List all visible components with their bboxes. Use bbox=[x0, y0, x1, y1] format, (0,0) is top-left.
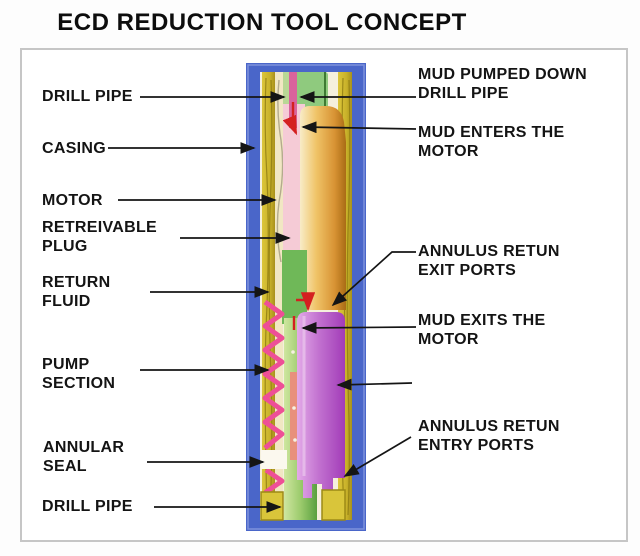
label-mud-enters-the-motor: MUD ENTERS THE MOTOR bbox=[418, 123, 564, 161]
label-text: CASING bbox=[42, 140, 107, 157]
label-annulus-retun-exit-ports: ANNULUS RETUN EXIT PORTS bbox=[418, 242, 560, 280]
label-text: FLUID bbox=[42, 293, 91, 310]
label-return-fluid: RETURN FLUID bbox=[42, 273, 110, 311]
label-text: DRILL PIPE bbox=[418, 85, 509, 102]
label-text: ANNULUS RETUN bbox=[418, 418, 560, 435]
label-annular-seal: ANNULAR SEAL bbox=[43, 438, 124, 476]
label-text: PUMP bbox=[42, 356, 90, 373]
annular-seal-gap bbox=[261, 450, 287, 469]
label-text: ENTRY PORTS bbox=[418, 437, 535, 454]
label-text: MOTOR bbox=[418, 143, 479, 160]
label-text: PLUG bbox=[42, 238, 88, 255]
label-casing: CASING bbox=[42, 139, 106, 158]
mud-column-strip bbox=[289, 72, 297, 128]
label-mud-exits-the-motor: MUD EXITS THE MOTOR bbox=[418, 311, 545, 349]
motor-housing bbox=[300, 106, 346, 310]
tool-drawing bbox=[246, 63, 366, 531]
label-drill-pipe-bottom: DRILL PIPE bbox=[42, 497, 133, 516]
label-motor: MOTOR bbox=[42, 191, 103, 210]
well-frame-highlight bbox=[247, 64, 365, 530]
label-mud-pumped-down-drill-pipe: MUD PUMPED DOWN DRILL PIPE bbox=[418, 65, 587, 103]
label-text: ANNULUS RETUN bbox=[418, 243, 560, 260]
label-pump-section: PUMP SECTION bbox=[42, 355, 115, 393]
label-text: SEAL bbox=[43, 458, 87, 475]
label-text: MUD EXITS THE bbox=[418, 312, 546, 329]
bottom-sub-right bbox=[321, 489, 346, 521]
label-text: DRILL PIPE bbox=[42, 498, 133, 515]
return-fluid-channel bbox=[275, 72, 283, 520]
label-text: RETREIVABLE bbox=[42, 219, 158, 236]
leader-pump-body-unlabeled bbox=[336, 378, 413, 391]
column-dots bbox=[291, 350, 297, 442]
label-annulus-retun-entry-ports: ANNULUS RETUN ENTRY PORTS bbox=[418, 417, 560, 455]
label-drill-pipe-top: DRILL PIPE bbox=[42, 87, 133, 106]
label-text: RETURN bbox=[42, 274, 111, 291]
inner-salmon-strip bbox=[290, 372, 297, 460]
motor-interior-pink bbox=[283, 104, 305, 256]
motor-exit-block bbox=[282, 250, 307, 324]
page-title: ECD REDUCTION TOOL CONCEPT bbox=[57, 9, 467, 36]
leader-annulus-entry-ports bbox=[343, 436, 412, 477]
leader-mud-exits-motor bbox=[301, 321, 417, 334]
pump-body bbox=[297, 312, 345, 498]
leader-annulus-exit-ports bbox=[331, 251, 416, 307]
label-text: MUD ENTERS THE bbox=[418, 124, 565, 141]
label-text: DRILL PIPE bbox=[42, 88, 133, 105]
label-text: ANNULAR bbox=[43, 439, 125, 456]
return-fluid-squiggle bbox=[276, 79, 284, 263]
label-text: MOTOR bbox=[42, 192, 103, 209]
bottom-sub-left bbox=[260, 491, 284, 521]
mud-flow-arrows bbox=[282, 102, 316, 330]
leader-lines bbox=[108, 91, 417, 513]
label-text: MUD PUMPED DOWN bbox=[418, 66, 587, 83]
label-text: SECTION bbox=[42, 375, 116, 392]
leader-mud-enters-motor bbox=[301, 121, 417, 134]
label-text: MOTOR bbox=[418, 331, 479, 348]
label-text: EXIT PORTS bbox=[418, 262, 517, 279]
label-retreivable-plug: RETREIVABLE PLUG bbox=[42, 218, 157, 256]
